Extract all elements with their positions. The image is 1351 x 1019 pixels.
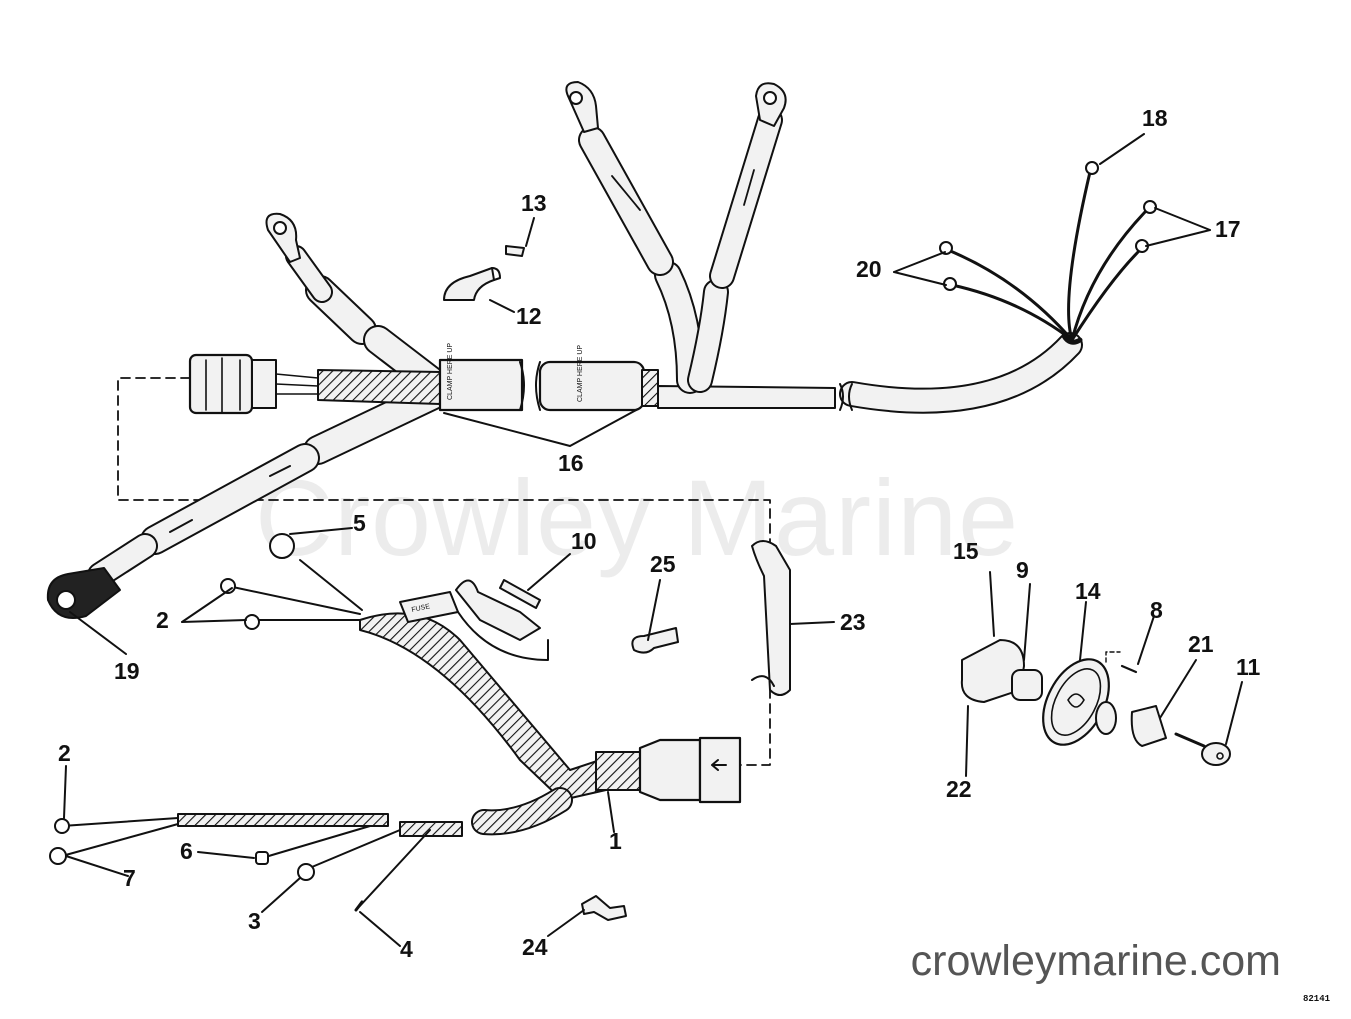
callout-5: 5 <box>353 510 366 536</box>
key-11 <box>1174 732 1231 766</box>
callout-10: 9 <box>1016 557 1029 583</box>
callout-14: 13 <box>521 190 547 216</box>
nut-and-cap-22 <box>1095 701 1167 747</box>
callout-3: 3 <box>248 908 261 934</box>
harness-plug-upper <box>188 353 441 415</box>
bundle-ring-terminals <box>939 161 1157 291</box>
callout-1: 1 <box>609 828 622 854</box>
long-cable-right <box>839 332 1083 414</box>
callout-21: 20 <box>856 256 882 282</box>
dashed-ignition-guide <box>1105 651 1121 663</box>
callout-8: 10 <box>571 528 597 554</box>
callout-7: 7 <box>123 865 136 891</box>
callout-24: 24 <box>522 934 548 960</box>
ignition-switch-10 <box>960 639 1043 703</box>
wire-bundle-ends <box>946 170 1147 345</box>
battery-cable-left-up <box>565 81 704 394</box>
battery-cable-right-up <box>687 82 787 393</box>
callout-11: 11 <box>1236 654 1261 680</box>
website-label: crowleymarine.com <box>910 937 1281 985</box>
fuse-holder: FUSE <box>399 579 549 661</box>
eyelet-cable-upper-left <box>265 212 453 401</box>
clip-25 <box>631 627 679 654</box>
callout-20: 19 <box>114 658 140 684</box>
callout-25: 25 <box>650 551 676 577</box>
callout-22: 21 <box>1188 631 1214 657</box>
callout-2-lower: 2 <box>58 740 71 766</box>
callout-9: 8 <box>1150 597 1163 623</box>
harness-small-wires <box>61 559 431 909</box>
retainer-23 <box>751 540 791 696</box>
callout-4: 4 <box>400 936 413 962</box>
screw-9 <box>1120 664 1138 674</box>
engine-harness <box>177 612 641 837</box>
callout-12: 22 <box>946 776 972 802</box>
main-harness-trunk: CLAMP HERE UP CLAMP HERE UP <box>438 343 836 412</box>
callout-2-upper: 2 <box>156 607 169 633</box>
harness-plug-lower <box>638 736 742 804</box>
callout-15: 14 <box>1075 578 1101 604</box>
ring-terminal-20 <box>46 567 121 619</box>
clamp-band-label-left: CLAMP HERE UP <box>447 343 454 400</box>
callout-6: 6 <box>180 838 193 864</box>
clip-24 <box>581 895 627 921</box>
clamp-13-assembly <box>443 245 525 301</box>
dashed-connection-line <box>117 377 771 766</box>
callout-17: 16 <box>558 450 584 476</box>
callout-19: 18 <box>1142 105 1168 131</box>
fuse-8 <box>499 579 541 609</box>
leader-lines <box>63 133 1243 947</box>
fuse-label: FUSE <box>411 603 431 614</box>
callout-23: 23 <box>840 609 866 635</box>
callout-18: 17 <box>1215 216 1241 242</box>
watermark: Crowley Marine <box>255 457 1020 578</box>
harness-wire-terminals <box>49 533 364 912</box>
callout-13: 12 <box>516 303 542 329</box>
figure-number: 82141 <box>1303 994 1331 1004</box>
clamp-band-label-right: CLAMP HERE UP <box>577 345 584 402</box>
callout-16: 15 <box>953 538 979 564</box>
